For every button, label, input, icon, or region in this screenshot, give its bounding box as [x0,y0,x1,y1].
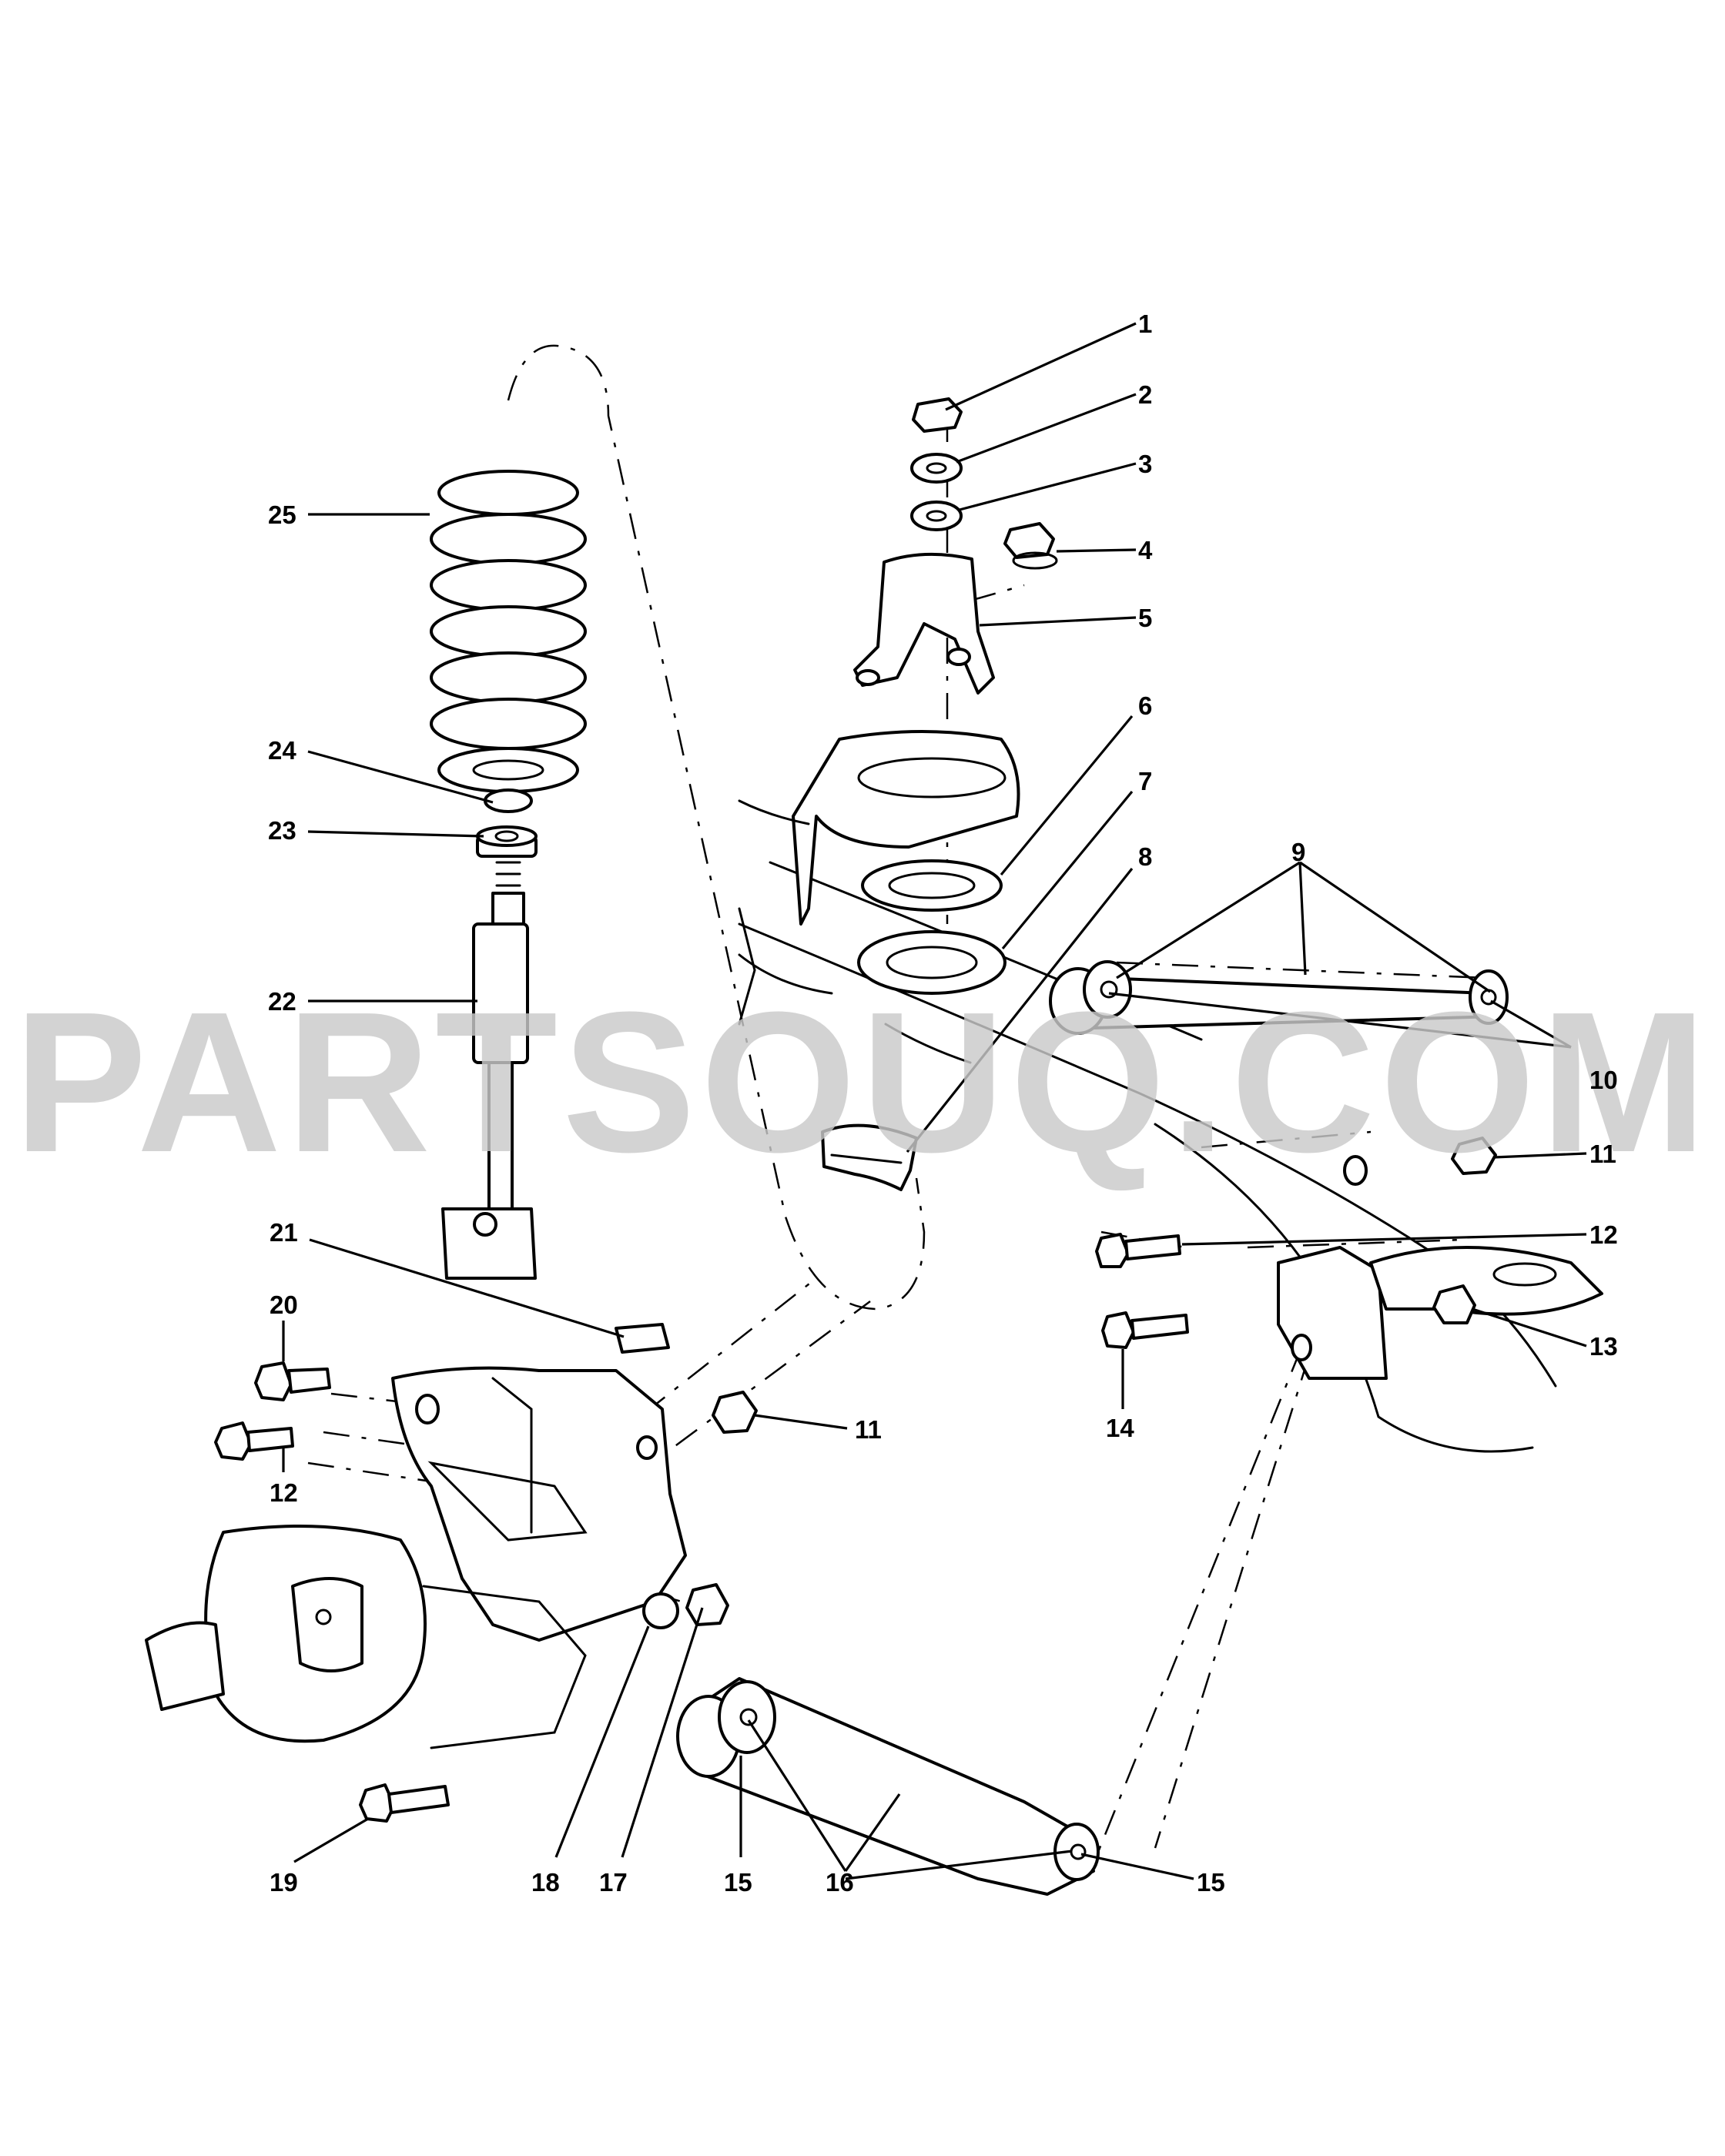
frame-bracket [1277,1155,1603,1380]
flange-nut [1003,522,1058,570]
shock-bracket [853,552,995,695]
watermark: PARTSOUQ.COM [14,971,1712,1194]
bolt-20 [254,1361,331,1401]
callout-6: 6 [1138,691,1152,720]
bolt-14-right [1101,1311,1189,1349]
callout-11-right: 11 [1589,1140,1616,1168]
bolt-12-right [1095,1233,1181,1268]
axle-knuckle-casting [391,1366,687,1642]
washer-18 [642,1592,679,1629]
callout-11-left: 11 [855,1415,882,1444]
nut-11-right [1451,1137,1497,1175]
callout-15-left: 15 [724,1868,752,1897]
callout-21: 21 [270,1218,298,1247]
spring-retainer-washers [476,788,538,858]
callout-12-left: 12 [270,1478,298,1507]
callout-24: 24 [268,736,296,765]
nut-13-right [1432,1284,1476,1324]
callout-9: 9 [1291,838,1305,866]
callout-3: 3 [1138,450,1152,478]
bolt-19 [359,1783,450,1823]
nut-17 [685,1583,729,1626]
spring-seat-pocket [738,730,1020,995]
nut-11-left [712,1391,758,1434]
spring-isolator-upper [861,859,1003,912]
callout-22: 22 [268,987,296,1016]
shock-absorber [441,861,537,1280]
callout-5: 5 [1138,604,1152,632]
callout-1: 1 [1138,310,1152,338]
callout-17: 17 [599,1868,628,1897]
callout-10: 10 [1589,1066,1618,1094]
callout-19: 19 [270,1868,298,1897]
callout-13: 13 [1589,1332,1618,1361]
callout-16: 16 [826,1868,854,1897]
upper-control-arm [1049,960,1509,1035]
callout-23: 23 [268,816,296,845]
shock-top-mount-hardware [910,397,963,531]
callout-20: 20 [270,1291,298,1319]
callout-4: 4 [1138,536,1153,564]
callout-labels: 1 2 3 4 5 6 7 8 9 10 11 12 13 14 11 20 1… [268,310,1618,1897]
callout-2: 2 [1138,380,1152,409]
leader-lines [282,322,1587,1880]
callout-12-right: 12 [1589,1220,1618,1249]
callout-14: 14 [1106,1414,1134,1442]
differential-housing [145,1525,587,1749]
spacer-21 [615,1323,670,1354]
lower-control-arm [676,1677,1100,1896]
callout-15-right: 15 [1197,1868,1225,1897]
spring-isolator-lower [857,930,1007,995]
callout-8: 8 [1138,842,1152,871]
jounce-bumper [821,1123,918,1191]
callout-18: 18 [531,1868,560,1897]
callout-7: 7 [1138,767,1152,795]
callout-25: 25 [268,500,296,529]
coil-spring [430,470,587,793]
bolt-12-left [214,1421,294,1461]
